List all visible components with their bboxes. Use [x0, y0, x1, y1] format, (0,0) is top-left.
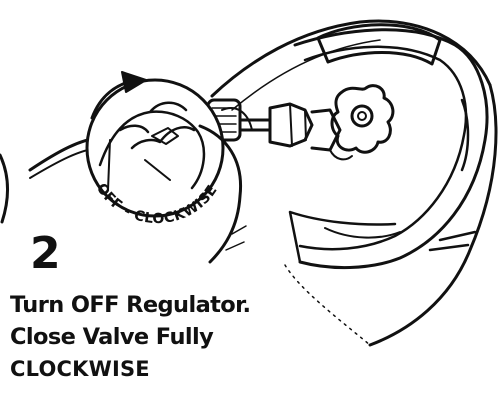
handwheel-hub: [352, 106, 372, 126]
instruction-line-1: Turn OFF Regulator.: [10, 289, 250, 321]
tank-dome-inner: [232, 40, 380, 110]
valve-body: [312, 110, 340, 150]
bottom-slot: [325, 228, 400, 238]
left-tank-edge: [0, 155, 8, 222]
valve-handwheel: [332, 86, 393, 153]
instruction-line-3: CLOCKWISE: [10, 353, 250, 385]
instruction-text: Turn OFF Regulator. Close Valve Fully CL…: [10, 289, 250, 385]
tank-lower-body: [285, 265, 370, 345]
regulator-stem: [240, 120, 270, 130]
instruction-line-2: Close Valve Fully: [10, 321, 250, 353]
step-number: 2: [30, 232, 61, 276]
